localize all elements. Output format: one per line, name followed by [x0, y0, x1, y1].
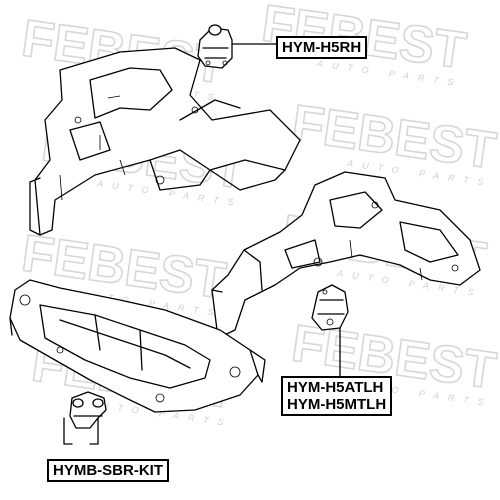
watermark-4: FEBEST AUTO PARTS — [288, 94, 500, 189]
mount-hym-h5rh — [197, 24, 233, 69]
callout-hym-h5atlh-line-1: HYM-H5ATLH — [287, 379, 384, 396]
leader-hymb-sbr-kit — [63, 417, 99, 445]
callout-hym-h5rh: HYM-H5RH — [276, 36, 368, 59]
callout-hym-h5rh-text: HYM-H5RH — [282, 39, 362, 56]
callout-hymb-sbr-kit: HYMB-SBR-KIT — [47, 459, 169, 482]
upper-frame-assembly — [29, 47, 301, 236]
mount-hym-h5atlh — [311, 284, 349, 331]
bushing-hymb-sbr-kit — [69, 391, 107, 429]
callout-hymb-sbr-kit-text: HYMB-SBR-KIT — [53, 462, 163, 479]
callout-hym-h5mtlh-line-2: HYM-H5MTLH — [287, 396, 387, 413]
subframe-assembly — [9, 279, 266, 413]
right-frame-assembly — [211, 171, 481, 339]
callout-hym-h5atlh: HYM-H5ATLH HYM-H5MTLH — [281, 376, 393, 416]
